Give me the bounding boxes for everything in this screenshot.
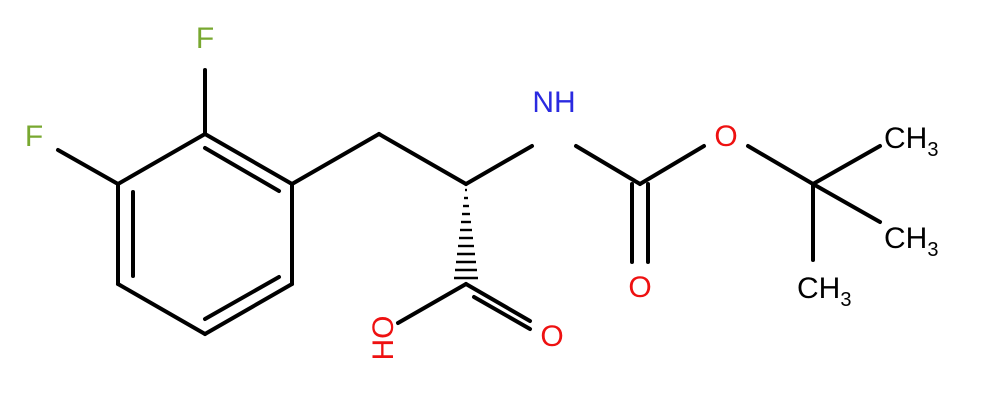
- atom-ho: HO: [367, 316, 400, 361]
- methyl-2: CH3: [884, 222, 938, 261]
- bond-c3-f: [56, 148, 120, 186]
- atom-ch3-2: CH3: [884, 222, 938, 261]
- ring-bond-c1-c2: [203, 132, 294, 186]
- benzene-ring: [116, 132, 294, 336]
- bond-cq-me1: [811, 144, 882, 186]
- subscript-3: 3: [927, 239, 938, 261]
- stereo-hash-wedge: [454, 188, 478, 280]
- bond-acid-co-a: [464, 282, 532, 323]
- ring-bond-c5-c6-inner: [203, 275, 281, 321]
- methyl-1: CH3: [884, 122, 938, 161]
- subscript-3: 3: [840, 289, 851, 311]
- methyl-3: CH3: [797, 272, 851, 311]
- bond-ccarbonyl-oester: [638, 144, 706, 186]
- bond-n-ccarbonyl: [574, 144, 642, 186]
- bond-oester-cq: [746, 144, 815, 186]
- atom-ch3-1: CH3: [884, 122, 938, 161]
- bond-ring-ch2: [290, 132, 381, 186]
- ring-bond-c1-c2-inner: [203, 146, 281, 193]
- atom-o-acid: O: [540, 320, 563, 353]
- ring-bond-c4-c5: [116, 282, 207, 336]
- ring-bond-c2-c3: [116, 132, 207, 186]
- ring-bond-c5-c6: [203, 282, 294, 336]
- atom-f-left: F: [25, 120, 43, 153]
- atom-o-carbonyl: O: [628, 271, 651, 304]
- bond-ch2-calpha: [377, 132, 468, 186]
- bond-calpha-n: [464, 144, 534, 186]
- subscript-3: 3: [927, 139, 938, 161]
- atom-ch3-3: CH3: [797, 272, 851, 311]
- atom-f-top: F: [196, 22, 214, 55]
- atom-nh: NH: [532, 86, 575, 119]
- atom-o-ester: O: [714, 120, 737, 153]
- bond-acid-co-b: [472, 295, 532, 331]
- bond-cq-me2: [811, 182, 882, 224]
- bond-acid-c-oh: [396, 282, 468, 325]
